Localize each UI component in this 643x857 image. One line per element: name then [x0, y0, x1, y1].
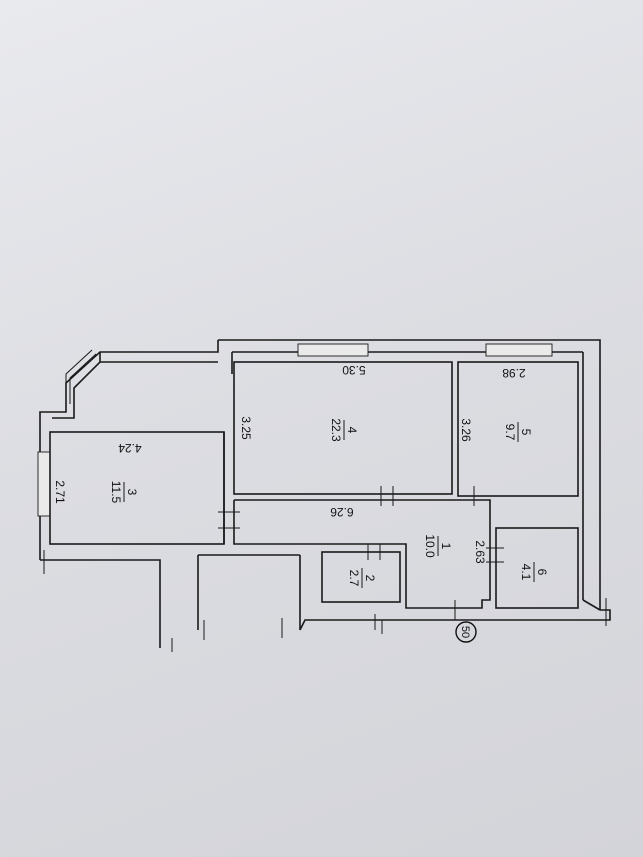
room-5-outline	[457, 361, 579, 497]
room-2-area: 2.7	[347, 570, 361, 587]
room-3-label: 3 11.5	[109, 481, 139, 504]
room-2-label: 2 2.7	[347, 568, 377, 588]
windows	[37, 343, 553, 517]
room-4-outline	[233, 361, 453, 495]
room-3-area: 11.5	[109, 481, 123, 504]
room-6-number: 6	[535, 569, 549, 576]
room-6-outline	[495, 527, 579, 609]
dim-room5-depth: 3.26	[459, 418, 473, 442]
dim-corridor-length: 6.26	[330, 505, 354, 519]
room-1-label: 1 10.0	[423, 534, 453, 558]
room-labels: 4 22.3 5 9.7 3 11.5 1 10.0 2 2.7	[109, 418, 549, 588]
room-4-number: 4	[345, 427, 359, 434]
window-room5	[485, 343, 553, 357]
room-2-number: 2	[363, 575, 377, 582]
window-room3	[37, 451, 51, 517]
exterior-walls	[39, 339, 611, 648]
room-5-label: 5 9.7	[503, 422, 533, 442]
window-room4	[297, 343, 369, 357]
dim-room3-depth: 2.71	[53, 480, 67, 504]
marker-label: 50	[459, 626, 471, 638]
room-5-area: 9.7	[503, 424, 517, 441]
room-6-label: 6 4.1	[519, 562, 549, 582]
room-5-number: 5	[519, 429, 533, 436]
room-3-number: 3	[125, 489, 139, 496]
dim-room4-depth: 3.25	[239, 416, 253, 440]
dim-room5-width: 2.98	[502, 366, 526, 380]
door-ticks	[43, 486, 607, 652]
room-1-outline	[233, 499, 491, 609]
room-6-area: 4.1	[519, 564, 533, 581]
dim-room4-width: 5.30	[342, 363, 366, 377]
dim-corridor-width: 2.63	[473, 540, 487, 564]
interior-walls	[49, 352, 579, 609]
room-1-number: 1	[439, 543, 453, 550]
marker-circle: 50	[455, 621, 477, 643]
dim-room3-width: 4.24	[118, 441, 142, 455]
room-4-area: 22.3	[329, 418, 343, 442]
room-4-label: 4 22.3	[329, 418, 359, 442]
room-1-area: 10.0	[423, 534, 437, 558]
room-2-outline	[321, 551, 401, 603]
dimensions: 5.30 3.25 2.98 3.26 4.24 2.71 6.26 2.63	[53, 363, 526, 564]
